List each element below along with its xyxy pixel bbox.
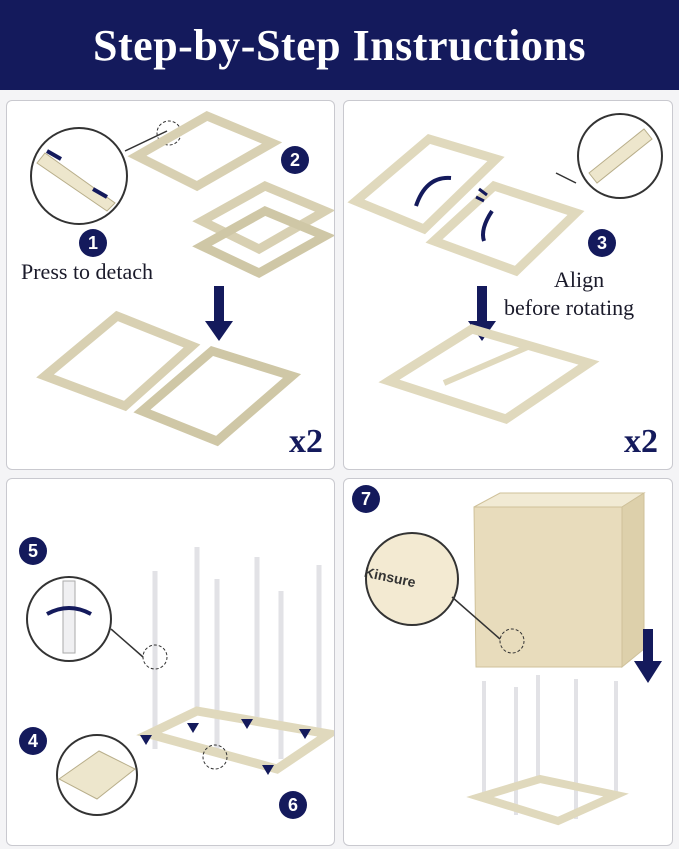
down-arrow-head (205, 321, 233, 341)
stand-poles (482, 675, 618, 819)
press-arrow-top (46, 149, 62, 161)
step-badge-3: 3 (588, 229, 616, 257)
detail-marker (499, 628, 525, 654)
step-panel-poles: 5 4 6 (6, 478, 335, 846)
detach-illustration (30, 110, 334, 447)
twist-arrow (46, 606, 92, 616)
insert-arrows (140, 719, 311, 775)
frame-top (127, 110, 283, 192)
step-badge-2: 2 (281, 146, 309, 174)
zoom-frame-edge (36, 152, 116, 212)
step-badge-1: 1 (79, 229, 107, 257)
caption-before-rotating: before rotating (504, 295, 635, 320)
rotate-arrow-right (481, 209, 494, 242)
step-panel-align: 3 Align before rotating x2 (343, 100, 673, 470)
step-badge-6: 6 (279, 791, 307, 819)
zoom-detail-circle (30, 127, 128, 225)
step-badge-7: 7 (352, 485, 380, 513)
multiplier-label: x2 (289, 423, 323, 460)
pole-set (152, 547, 322, 759)
frame-left (347, 133, 505, 235)
rotate-arrow-left (414, 175, 452, 207)
base-frame (136, 706, 334, 774)
frame-half-right (133, 345, 302, 447)
align-illustration (347, 113, 663, 424)
caption-align: Align (554, 267, 605, 292)
step-panel-detach: 1 2 Press to detach x2 (6, 100, 335, 470)
press-arrow-bottom (92, 187, 108, 199)
page-title: Step-by-Step Instructions (0, 0, 679, 90)
frame-combined (378, 324, 600, 424)
zoom-logo-circle (365, 532, 459, 626)
bag-illustration (365, 492, 662, 826)
frame-right (425, 180, 585, 277)
frame-stack-2 (192, 206, 334, 279)
down-arrow-head (634, 661, 662, 683)
frame-half-left (36, 310, 201, 412)
multiplier-label: x2 (624, 423, 658, 460)
step-badge-5: 5 (19, 537, 47, 565)
poles-illustration (26, 547, 334, 816)
step-badge-4: 4 (19, 727, 47, 755)
stand-base (466, 774, 629, 826)
caption-press-to-detach: Press to detach (21, 259, 153, 284)
liner-bag (473, 506, 623, 668)
step-panel-bag: 7 Kinsure (343, 478, 673, 846)
frame-stack-1 (192, 181, 334, 255)
